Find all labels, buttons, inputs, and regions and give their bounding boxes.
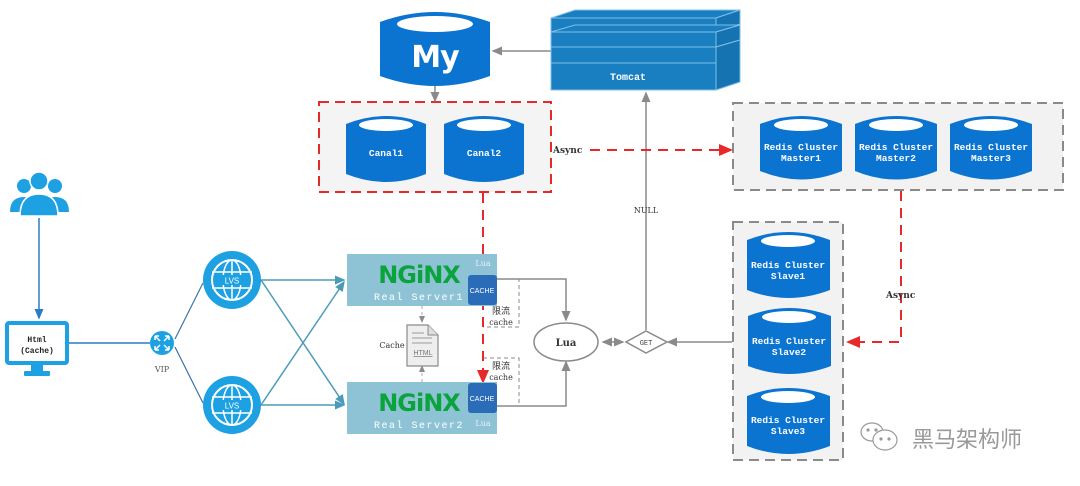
cache-badge-label: CACHE bbox=[470, 396, 495, 403]
redis-label: Redis Cluster bbox=[751, 260, 825, 271]
edge-nginx2-to-lua bbox=[497, 360, 571, 407]
cache-badge-label: CACHE bbox=[470, 288, 495, 295]
limit-box-1 bbox=[483, 278, 520, 328]
router-icon bbox=[150, 331, 174, 355]
watermark: 黑马架构师 bbox=[860, 422, 1022, 453]
users-icon bbox=[10, 171, 69, 217]
client-label-2: (Cache) bbox=[20, 347, 54, 356]
null-label: NULL bbox=[634, 206, 659, 215]
limit-box-2 bbox=[483, 357, 520, 406]
mysql-logo: My bbox=[411, 40, 460, 75]
redis-label: Redis Cluster bbox=[764, 142, 838, 153]
edge-vip-to-lvs1 bbox=[174, 282, 204, 340]
edge-vip-to-lvs2 bbox=[174, 346, 204, 404]
async-label-1: Async bbox=[552, 146, 583, 156]
async-label-2: Async bbox=[885, 291, 916, 301]
redis-label: Redis Cluster bbox=[954, 142, 1028, 153]
limit-label-2a: 限流 bbox=[492, 360, 510, 372]
tomcat-label: Tomcat bbox=[610, 73, 646, 84]
watermark-text: 黑马架构师 bbox=[912, 428, 1022, 453]
nginx-logo: NGiNX bbox=[378, 389, 461, 417]
limit-label-1b: cache bbox=[489, 318, 513, 327]
edge-master-async-slave bbox=[846, 191, 902, 348]
redis-label: Redis Cluster bbox=[859, 142, 933, 153]
canal-2[interactable]: Canal2 bbox=[444, 116, 524, 182]
lvs-label: LVS bbox=[225, 277, 240, 286]
cache-badge bbox=[468, 275, 497, 305]
redis-sub-label: Master1 bbox=[781, 153, 821, 164]
html-cache-document[interactable]: HTML Cache bbox=[379, 324, 439, 367]
limit-label-2b: cache bbox=[489, 373, 513, 382]
vip-label: VIP bbox=[154, 365, 170, 374]
lua-node-label: Lua bbox=[556, 338, 577, 349]
redis-sub-label: Slave1 bbox=[771, 271, 806, 282]
redis-master-3[interactable]: Redis Cluster Master3 bbox=[950, 116, 1032, 180]
redis-slave-1[interactable]: Redis Cluster Slave1 bbox=[747, 232, 830, 298]
get-decision[interactable]: GET bbox=[624, 330, 669, 354]
redis-sub-label: Slave3 bbox=[771, 426, 806, 437]
lvs-node-1[interactable]: LVS bbox=[203, 251, 261, 309]
cache-badge bbox=[468, 383, 497, 413]
lua-node[interactable]: Lua bbox=[533, 322, 599, 362]
nginx-real-server-1[interactable]: NGiNX Real Server1 Lua CACHE bbox=[347, 254, 497, 306]
mysql-database[interactable]: My bbox=[380, 12, 490, 86]
edge-nginx1-to-lua bbox=[497, 278, 571, 322]
lvs-node-2[interactable]: LVS bbox=[203, 376, 261, 434]
redis-label: Redis Cluster bbox=[752, 336, 826, 347]
canal-label: Canal2 bbox=[467, 148, 502, 159]
redis-master-1[interactable]: Redis Cluster Master1 bbox=[760, 116, 842, 180]
lua-label: Lua bbox=[475, 259, 490, 268]
html-doc-label: HTML bbox=[413, 350, 432, 357]
redis-sub-label: Slave2 bbox=[772, 347, 807, 358]
nginx-real-server-2[interactable]: NGiNX Real Server2 CACHE Lua bbox=[347, 382, 497, 434]
nginx-logo: NGiNX bbox=[378, 261, 461, 289]
client-label-1: Html bbox=[27, 336, 46, 345]
lua-label: Lua bbox=[475, 419, 490, 428]
client-monitor[interactable]: Html (Cache) bbox=[5, 321, 69, 376]
canal-label: Canal1 bbox=[369, 148, 404, 159]
vip-router[interactable]: VIP bbox=[150, 331, 174, 374]
redis-sub-label: Master2 bbox=[876, 153, 916, 164]
canal-1[interactable]: Canal1 bbox=[346, 116, 426, 182]
tomcat-server[interactable]: Tomcat bbox=[550, 9, 741, 91]
lvs-label: LVS bbox=[225, 402, 240, 411]
redis-sub-label: Master3 bbox=[971, 153, 1011, 164]
get-label: GET bbox=[640, 340, 653, 348]
limit-label-1a: 限流 bbox=[492, 305, 510, 317]
redis-slave-2[interactable]: Redis Cluster Slave2 bbox=[748, 308, 831, 374]
html-cache-label: Cache bbox=[379, 341, 405, 350]
monitor-icon bbox=[5, 321, 69, 365]
redis-master-2[interactable]: Redis Cluster Master2 bbox=[855, 116, 937, 180]
redis-slave-3[interactable]: Redis Cluster Slave3 bbox=[747, 388, 830, 454]
edge-lvs2-nginx1 bbox=[260, 280, 345, 406]
server-label: Real Server1 bbox=[374, 292, 464, 304]
wechat-icon bbox=[860, 422, 898, 451]
redis-label: Redis Cluster bbox=[751, 415, 825, 426]
server-label: Real Server2 bbox=[374, 420, 464, 432]
mysql-database-icon bbox=[380, 12, 490, 86]
edge-lvs1-nginx2 bbox=[260, 279, 345, 406]
